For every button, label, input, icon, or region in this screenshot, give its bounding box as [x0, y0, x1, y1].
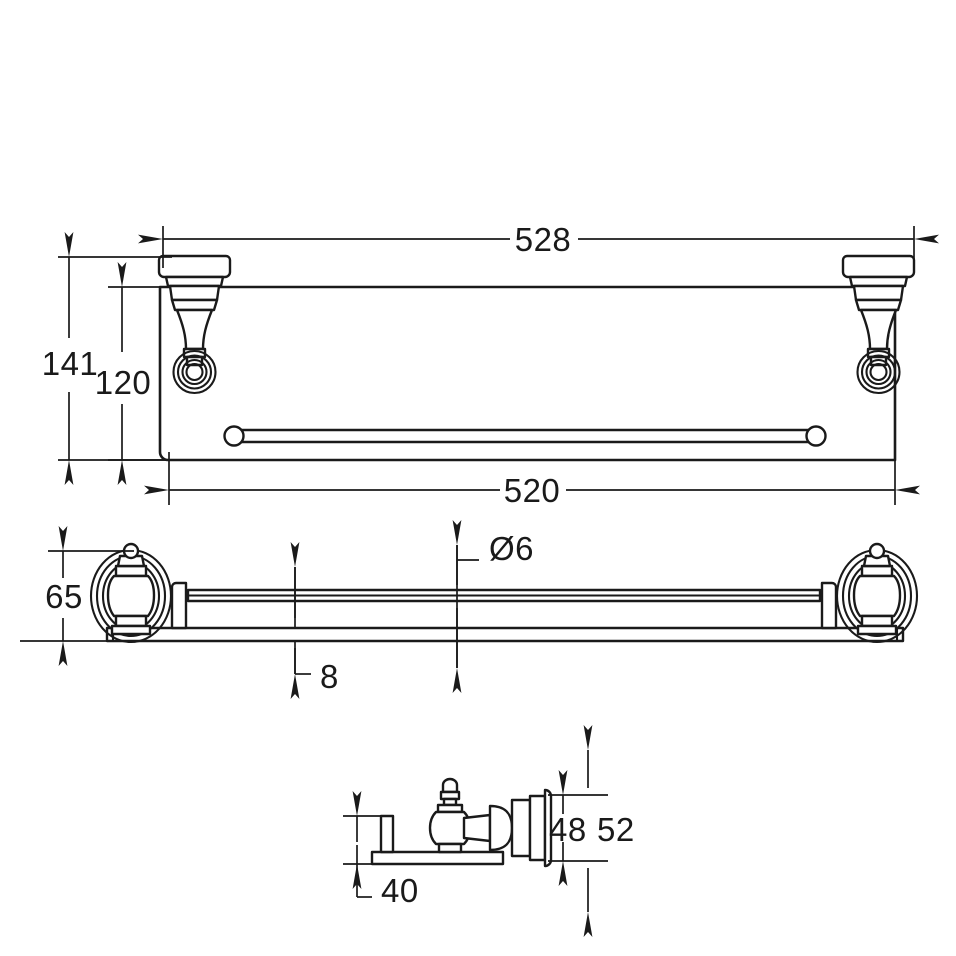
- dim-label-52: 52: [597, 811, 635, 848]
- dim-label-d6: Ø6: [489, 530, 534, 567]
- dim-label-528: 528: [515, 221, 572, 258]
- left-bracket-front: [157, 254, 232, 395]
- dim-120: 120: [95, 262, 168, 485]
- side-right-rosette: [835, 542, 919, 644]
- dim-528: 528: [138, 221, 939, 268]
- side-rail: [186, 588, 822, 603]
- side-view: 65 Ø6 8: [20, 520, 919, 699]
- detail-view: 40 48 52: [343, 725, 635, 937]
- dim-label-120: 120: [95, 364, 152, 401]
- dim-d6: Ø6: [452, 520, 534, 693]
- side-left-rosette: [89, 542, 173, 644]
- side-right-riser: [820, 581, 838, 630]
- detail-vertical-tab: [379, 814, 395, 854]
- side-base-plate: [105, 626, 905, 643]
- dim-label-141: 141: [42, 345, 99, 382]
- dim-label-48: 48: [549, 811, 587, 848]
- detail-base-plate: [370, 850, 505, 866]
- front-view: 528 141 120 520: [42, 221, 939, 509]
- dim-8: 8: [290, 542, 339, 699]
- dim-65: 65: [20, 526, 134, 666]
- dim-40: 40: [343, 791, 419, 909]
- dim-label-8: 8: [320, 658, 339, 695]
- dim-48: 48: [548, 770, 608, 886]
- dim-141: 141: [42, 232, 172, 485]
- right-bracket-front: [841, 254, 916, 395]
- dim-label-65: 65: [45, 578, 83, 615]
- dim-520: 520: [144, 452, 920, 509]
- side-left-riser: [170, 581, 188, 630]
- detail-spindle: [428, 777, 553, 868]
- dim-52: 52: [583, 725, 635, 937]
- front-rail: [223, 425, 827, 447]
- dim-label-520: 520: [504, 472, 561, 509]
- dim-label-40: 40: [381, 872, 419, 909]
